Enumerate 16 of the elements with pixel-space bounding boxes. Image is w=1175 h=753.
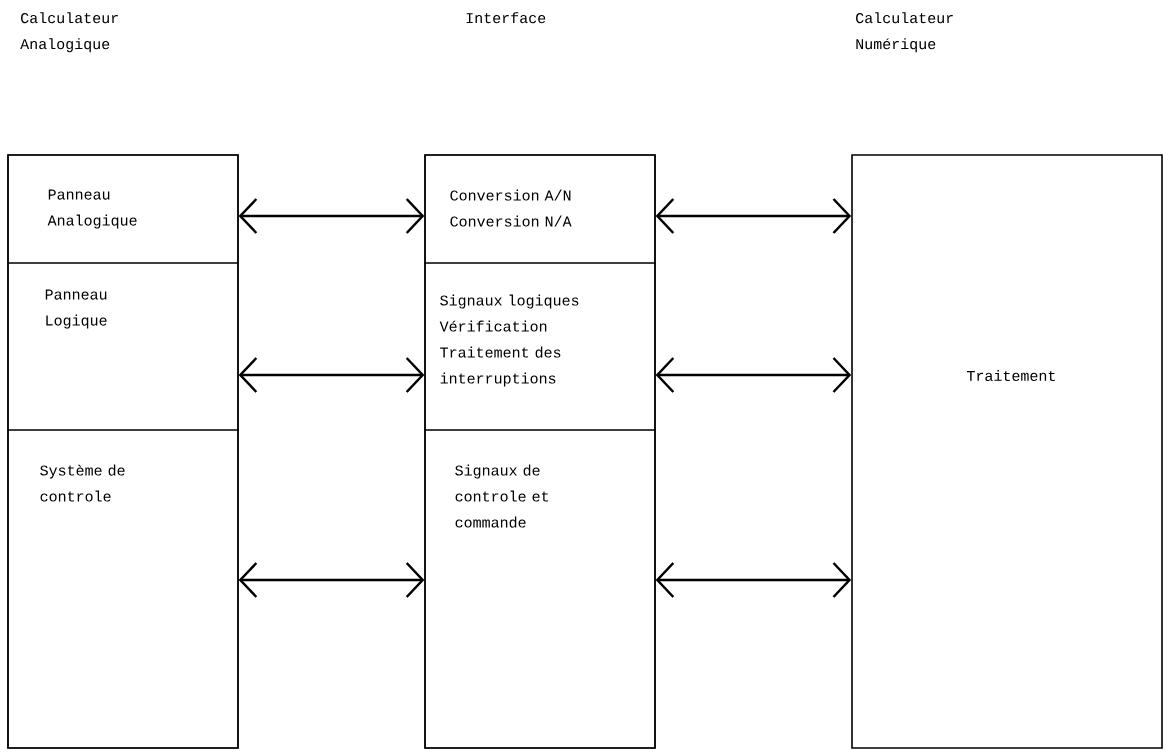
- section-box: Signaux de controle et commande: [424, 429, 656, 749]
- column-heading: Calculateur Numérique: [856, 12, 953, 53]
- section-box: Conversion A/N Conversion N/A: [424, 154, 656, 264]
- section-box: Panneau Analogique: [7, 154, 239, 264]
- section-box: Panneau Logique: [7, 262, 239, 431]
- double-arrow: [655, 562, 852, 598]
- column-heading: Calculateur Analogique: [20, 12, 118, 53]
- section-box: Signaux logiques Vérification Traitement des interruptions: [424, 262, 656, 431]
- column-heading: Interface: [466, 12, 546, 24]
- double-arrow: [238, 562, 425, 598]
- double-arrow: [238, 198, 425, 234]
- process-box: Traitement: [851, 154, 1163, 749]
- double-arrow: [655, 198, 852, 234]
- double-arrow: [238, 357, 425, 393]
- double-arrow: [655, 357, 852, 393]
- section-box: Système de controle: [7, 429, 239, 749]
